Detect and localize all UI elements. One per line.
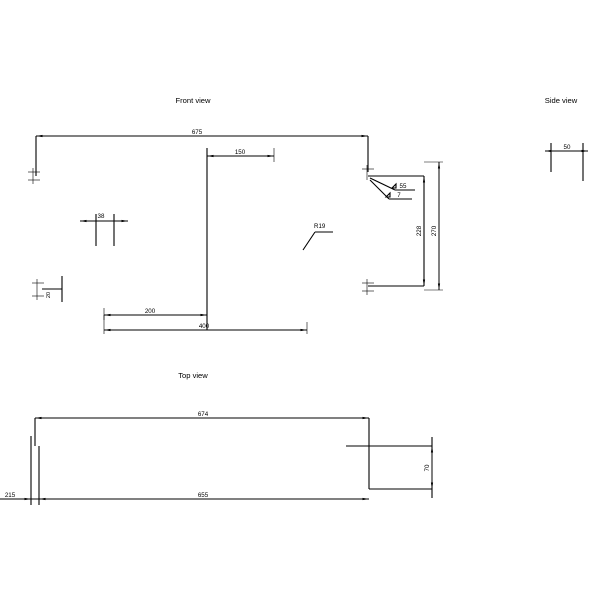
top-view-title: Top view <box>178 371 208 380</box>
front-dim-228: 228 <box>416 176 426 286</box>
top-dim-674: 674 <box>34 411 370 446</box>
front-dim-38-label: 38 <box>98 213 105 220</box>
front-dim-200: 200 <box>103 308 208 320</box>
top-dim-215-label: 215 <box>5 492 16 499</box>
top-view-geometry <box>0 436 432 505</box>
front-dim-20-label: 20 <box>46 292 52 298</box>
front-dim-400-label: 400 <box>199 323 210 330</box>
side-view-title: Side view <box>545 96 578 105</box>
top-dim-655: 655 <box>39 492 369 501</box>
front-angle-symbol-lower-icon <box>384 191 391 198</box>
front-left-tickmarks <box>28 168 40 184</box>
top-dim-655-label: 655 <box>198 492 209 499</box>
front-dim-675-label: 675 <box>192 129 203 136</box>
front-dim-150-label: 150 <box>235 149 246 156</box>
front-angle-55-label: 55 <box>400 183 407 190</box>
front-dim-38: 38 <box>80 213 128 246</box>
side-view-group: Side view 50 <box>545 96 588 181</box>
front-dim-200-label: 200 <box>145 308 156 315</box>
front-dim-20: 20 <box>32 276 63 302</box>
front-view-geometry <box>35 135 425 331</box>
front-dim-270-label: 270 <box>431 225 438 236</box>
top-dim-70: 70 <box>424 437 434 498</box>
front-dim-150: 150 <box>206 148 275 162</box>
side-dim-50-label: 50 <box>564 144 571 151</box>
front-angle-symbol-upper-icon <box>390 182 397 189</box>
front-dim-228-label: 228 <box>416 225 423 236</box>
front-angle-55-leader <box>369 177 396 191</box>
front-view-group: Front view <box>28 96 443 334</box>
front-view-title: Front view <box>175 96 211 105</box>
front-dim-270: 270 <box>424 161 443 291</box>
top-dim-674-label: 674 <box>198 411 209 418</box>
front-step-tickmarks <box>362 165 374 295</box>
front-radius-note: R19 <box>302 223 333 251</box>
front-dim-overall-width: 675 <box>36 129 368 138</box>
front-angle-7-leader <box>369 179 390 200</box>
front-radius-label: R19 <box>314 223 326 230</box>
top-dim-70-label: 70 <box>424 464 431 471</box>
front-radius-leader-diag <box>302 231 316 251</box>
front-dim-400: 400 <box>103 315 308 334</box>
front-angle-notes: 55 7 <box>369 177 415 200</box>
front-angle-7-label: 7 <box>397 192 401 199</box>
top-dim-215: 215 <box>5 492 31 501</box>
top-view-group: Top view 674 655 <box>0 371 434 505</box>
